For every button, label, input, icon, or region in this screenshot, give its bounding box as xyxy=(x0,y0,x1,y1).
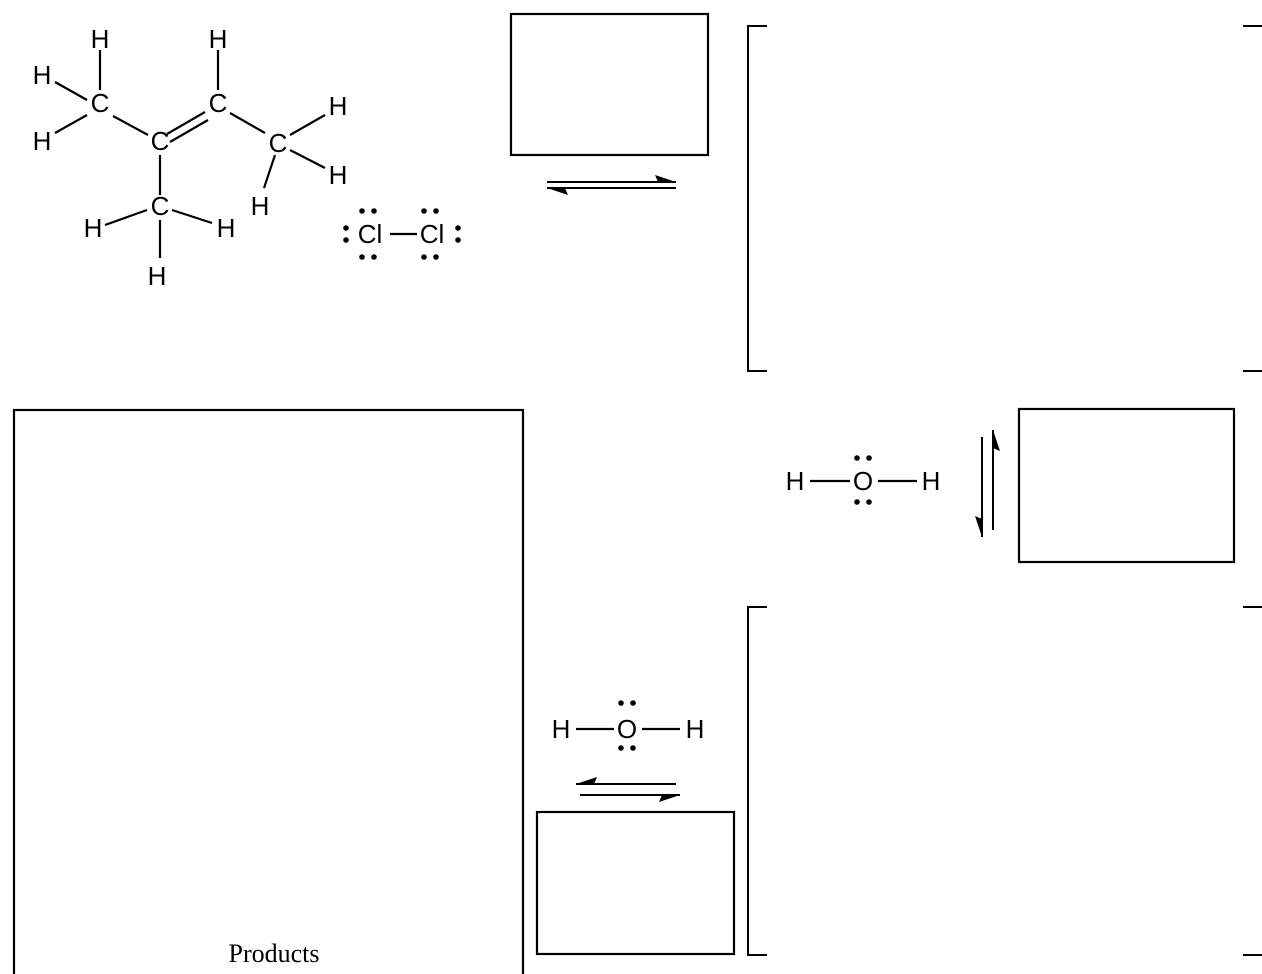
equilibrium-arrow-1 xyxy=(547,175,676,195)
atom-h: H xyxy=(251,191,270,221)
equilibrium-arrow-2 xyxy=(576,777,680,802)
atom-cl-left: Cl xyxy=(358,219,383,249)
lone-pair-dot xyxy=(618,745,624,751)
bond-c3-c4 xyxy=(229,112,266,134)
bond-c5-h-left xyxy=(104,208,148,227)
atom-h: H xyxy=(84,213,103,243)
lone-pair-dot xyxy=(618,700,624,706)
bond-c2-c3-b xyxy=(169,119,209,143)
atom-o: O xyxy=(617,714,637,744)
atom-c2: C xyxy=(151,126,170,156)
transition-box-3 xyxy=(535,810,736,956)
lone-pair-dot xyxy=(343,225,349,231)
lone-pair-dot xyxy=(359,208,365,214)
bond-h-c1-lower xyxy=(54,114,88,134)
lone-pair-dot xyxy=(455,225,461,231)
alkene-molecule: C C C C C H H H H H H H H H H xyxy=(33,24,348,291)
transition-box-1 xyxy=(509,12,710,157)
lone-pair-dot xyxy=(630,745,636,751)
atom-c1: C xyxy=(91,88,110,118)
atom-h: H xyxy=(922,466,941,496)
atom-c4: C xyxy=(269,128,288,158)
products-box xyxy=(12,408,525,974)
bond-c4-h-bottom xyxy=(262,154,277,189)
equilibrium-arrow-vertical xyxy=(975,430,1000,537)
lone-pair-dot xyxy=(866,455,872,461)
products-label: Products xyxy=(229,939,320,968)
lone-pair-dot xyxy=(371,254,377,260)
lone-pair-dot xyxy=(371,208,377,214)
chlorine-molecule: Cl Cl xyxy=(343,208,461,260)
intermediate-bracket-bottom xyxy=(747,606,1262,956)
transition-box-2 xyxy=(1017,407,1236,564)
atom-h: H xyxy=(329,160,348,190)
atom-c3: C xyxy=(209,88,228,118)
water-molecule-bottom: H O H xyxy=(552,700,705,751)
atom-h: H xyxy=(148,261,167,291)
atom-o: O xyxy=(853,466,873,496)
bond-c4-h-top xyxy=(289,114,326,136)
atom-h: H xyxy=(217,213,236,243)
bond-c2-c3-a xyxy=(166,111,206,135)
atom-h: H xyxy=(91,24,110,54)
atom-h: H xyxy=(329,91,348,121)
atom-h: H xyxy=(786,466,805,496)
bond-c1-c2 xyxy=(112,115,149,136)
lone-pair-dot xyxy=(854,455,860,461)
atom-cl-right: Cl xyxy=(420,219,445,249)
atom-c5: C xyxy=(151,191,170,221)
atom-h: H xyxy=(33,60,52,90)
lone-pair-dot xyxy=(854,499,860,505)
lone-pair-dot xyxy=(630,700,636,706)
lone-pair-dot xyxy=(455,237,461,243)
atom-h: H xyxy=(552,714,571,744)
lone-pair-dot xyxy=(343,237,349,243)
bond-c5-h-right xyxy=(171,208,213,225)
bond-h-c1-left xyxy=(54,81,88,101)
water-molecule-right: H O H xyxy=(786,455,941,505)
bond-c4-h-right xyxy=(289,149,326,169)
atom-h: H xyxy=(209,24,228,54)
lone-pair-dot xyxy=(866,499,872,505)
lone-pair-dot xyxy=(433,254,439,260)
atom-h: H xyxy=(33,126,52,156)
lone-pair-dot xyxy=(421,208,427,214)
intermediate-bracket-top xyxy=(747,25,1262,372)
lone-pair-dot xyxy=(421,254,427,260)
lone-pair-dot xyxy=(433,208,439,214)
atom-h: H xyxy=(686,714,705,744)
lone-pair-dot xyxy=(359,254,365,260)
